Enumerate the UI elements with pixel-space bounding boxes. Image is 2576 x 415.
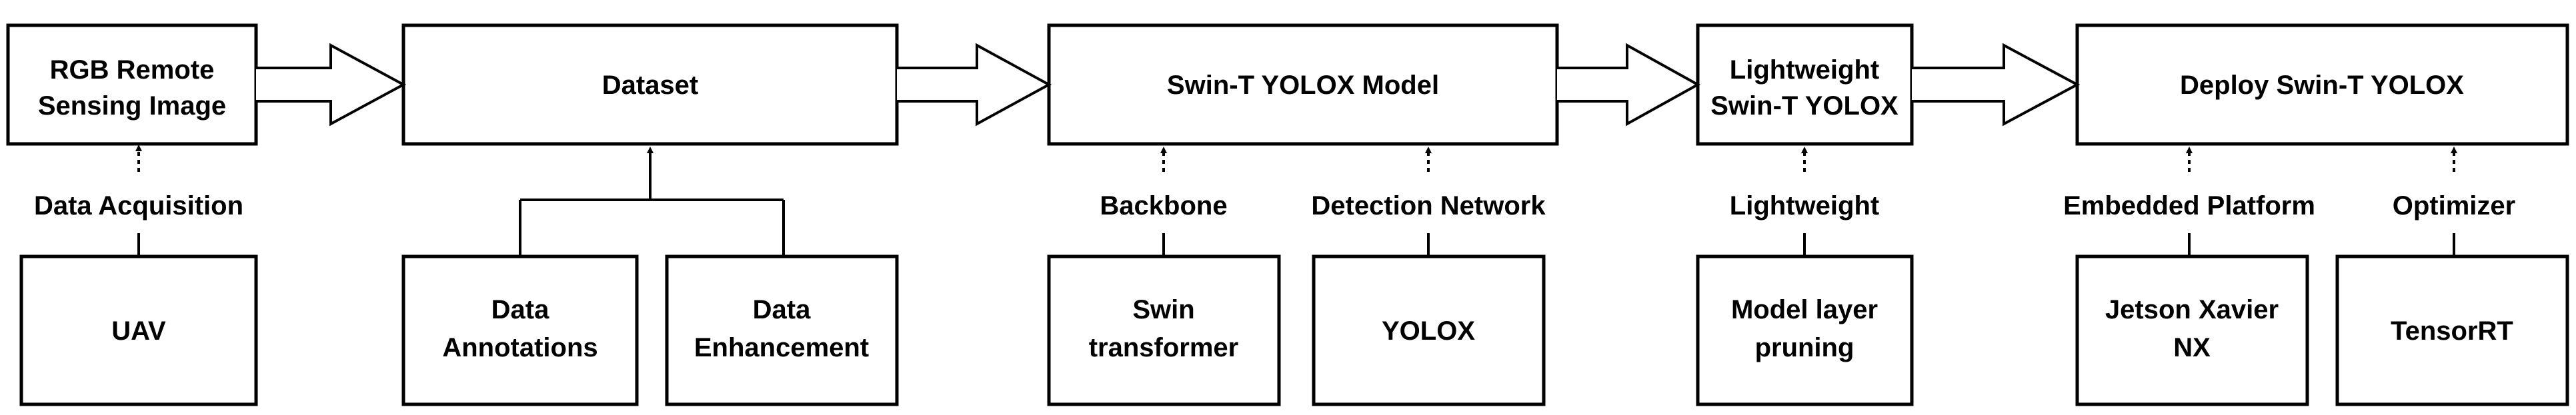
flow-arrow-4 <box>1912 43 2081 127</box>
backbone-label: Backbone <box>1100 191 1227 220</box>
data-enhancement-box: Data Enhancement <box>665 254 899 406</box>
detection-network-label: Detection Network <box>1311 191 1546 220</box>
model-layer-pruning-line1: Model layer <box>1731 295 1878 324</box>
tensorrt-label: TensorRT <box>2391 316 2513 346</box>
tensorrt-box: TensorRT <box>2335 254 2569 406</box>
swin-transformer-line1: Swin <box>1132 295 1194 324</box>
rgb-image-label-line2: Sensing Image <box>38 91 226 121</box>
swin-transformer-line2: transformer <box>1089 333 1239 362</box>
data-enhancement-line1: Data <box>753 295 811 324</box>
embedded-platform-label: Embedded Platform <box>2063 191 2315 220</box>
model-box: Swin-T YOLOX Model <box>1047 23 1559 146</box>
data-annotations-box: Data Annotations <box>401 254 639 406</box>
jetson-line1: Jetson Xavier <box>2105 295 2279 324</box>
optimizer-label: Optimizer <box>2393 191 2515 220</box>
dataset-box: Dataset <box>401 23 899 146</box>
lightweight-model-label-line1: Lightweight <box>1730 55 1879 85</box>
model-layer-pruning-box: Model layer pruning <box>1696 254 1914 406</box>
yolox-box: YOLOX <box>1312 254 1546 406</box>
model-label: Swin-T YOLOX Model <box>1167 71 1439 100</box>
flow-arrow-3 <box>1557 43 1701 127</box>
flow-arrow-1 <box>256 43 407 127</box>
data-enhancement-line2: Enhancement <box>694 333 869 362</box>
model-layer-pruning-line2: pruning <box>1755 333 1854 362</box>
dataset-label: Dataset <box>602 71 699 100</box>
data-annotations-line1: Data <box>491 295 549 324</box>
rgb-image-label-line1: RGB Remote <box>50 55 215 85</box>
connector-dataset <box>519 147 785 256</box>
data-acquisition-label: Data Acquisition <box>34 191 243 220</box>
jetson-box: Jetson Xavier NX <box>2075 254 2309 406</box>
deploy-label: Deploy Swin-T YOLOX <box>2180 71 2464 100</box>
lightweight-model-label-line2: Swin-T YOLOX <box>1710 91 1898 121</box>
uav-label: UAV <box>111 316 166 346</box>
uav-box: UAV <box>19 254 258 406</box>
rgb-image-box: RGB Remote Sensing Image <box>6 23 258 146</box>
lightweight-model-box: Lightweight Swin-T YOLOX <box>1696 23 1914 146</box>
deploy-box: Deploy Swin-T YOLOX <box>2075 23 2569 146</box>
flow-arrow-2 <box>897 43 1052 127</box>
yolox-label: YOLOX <box>1382 316 1475 346</box>
lightweight-label: Lightweight <box>1730 191 1879 220</box>
data-annotations-line2: Annotations <box>442 333 597 362</box>
jetson-line2: NX <box>2173 333 2211 362</box>
swin-transformer-box: Swin transformer <box>1047 254 1281 406</box>
